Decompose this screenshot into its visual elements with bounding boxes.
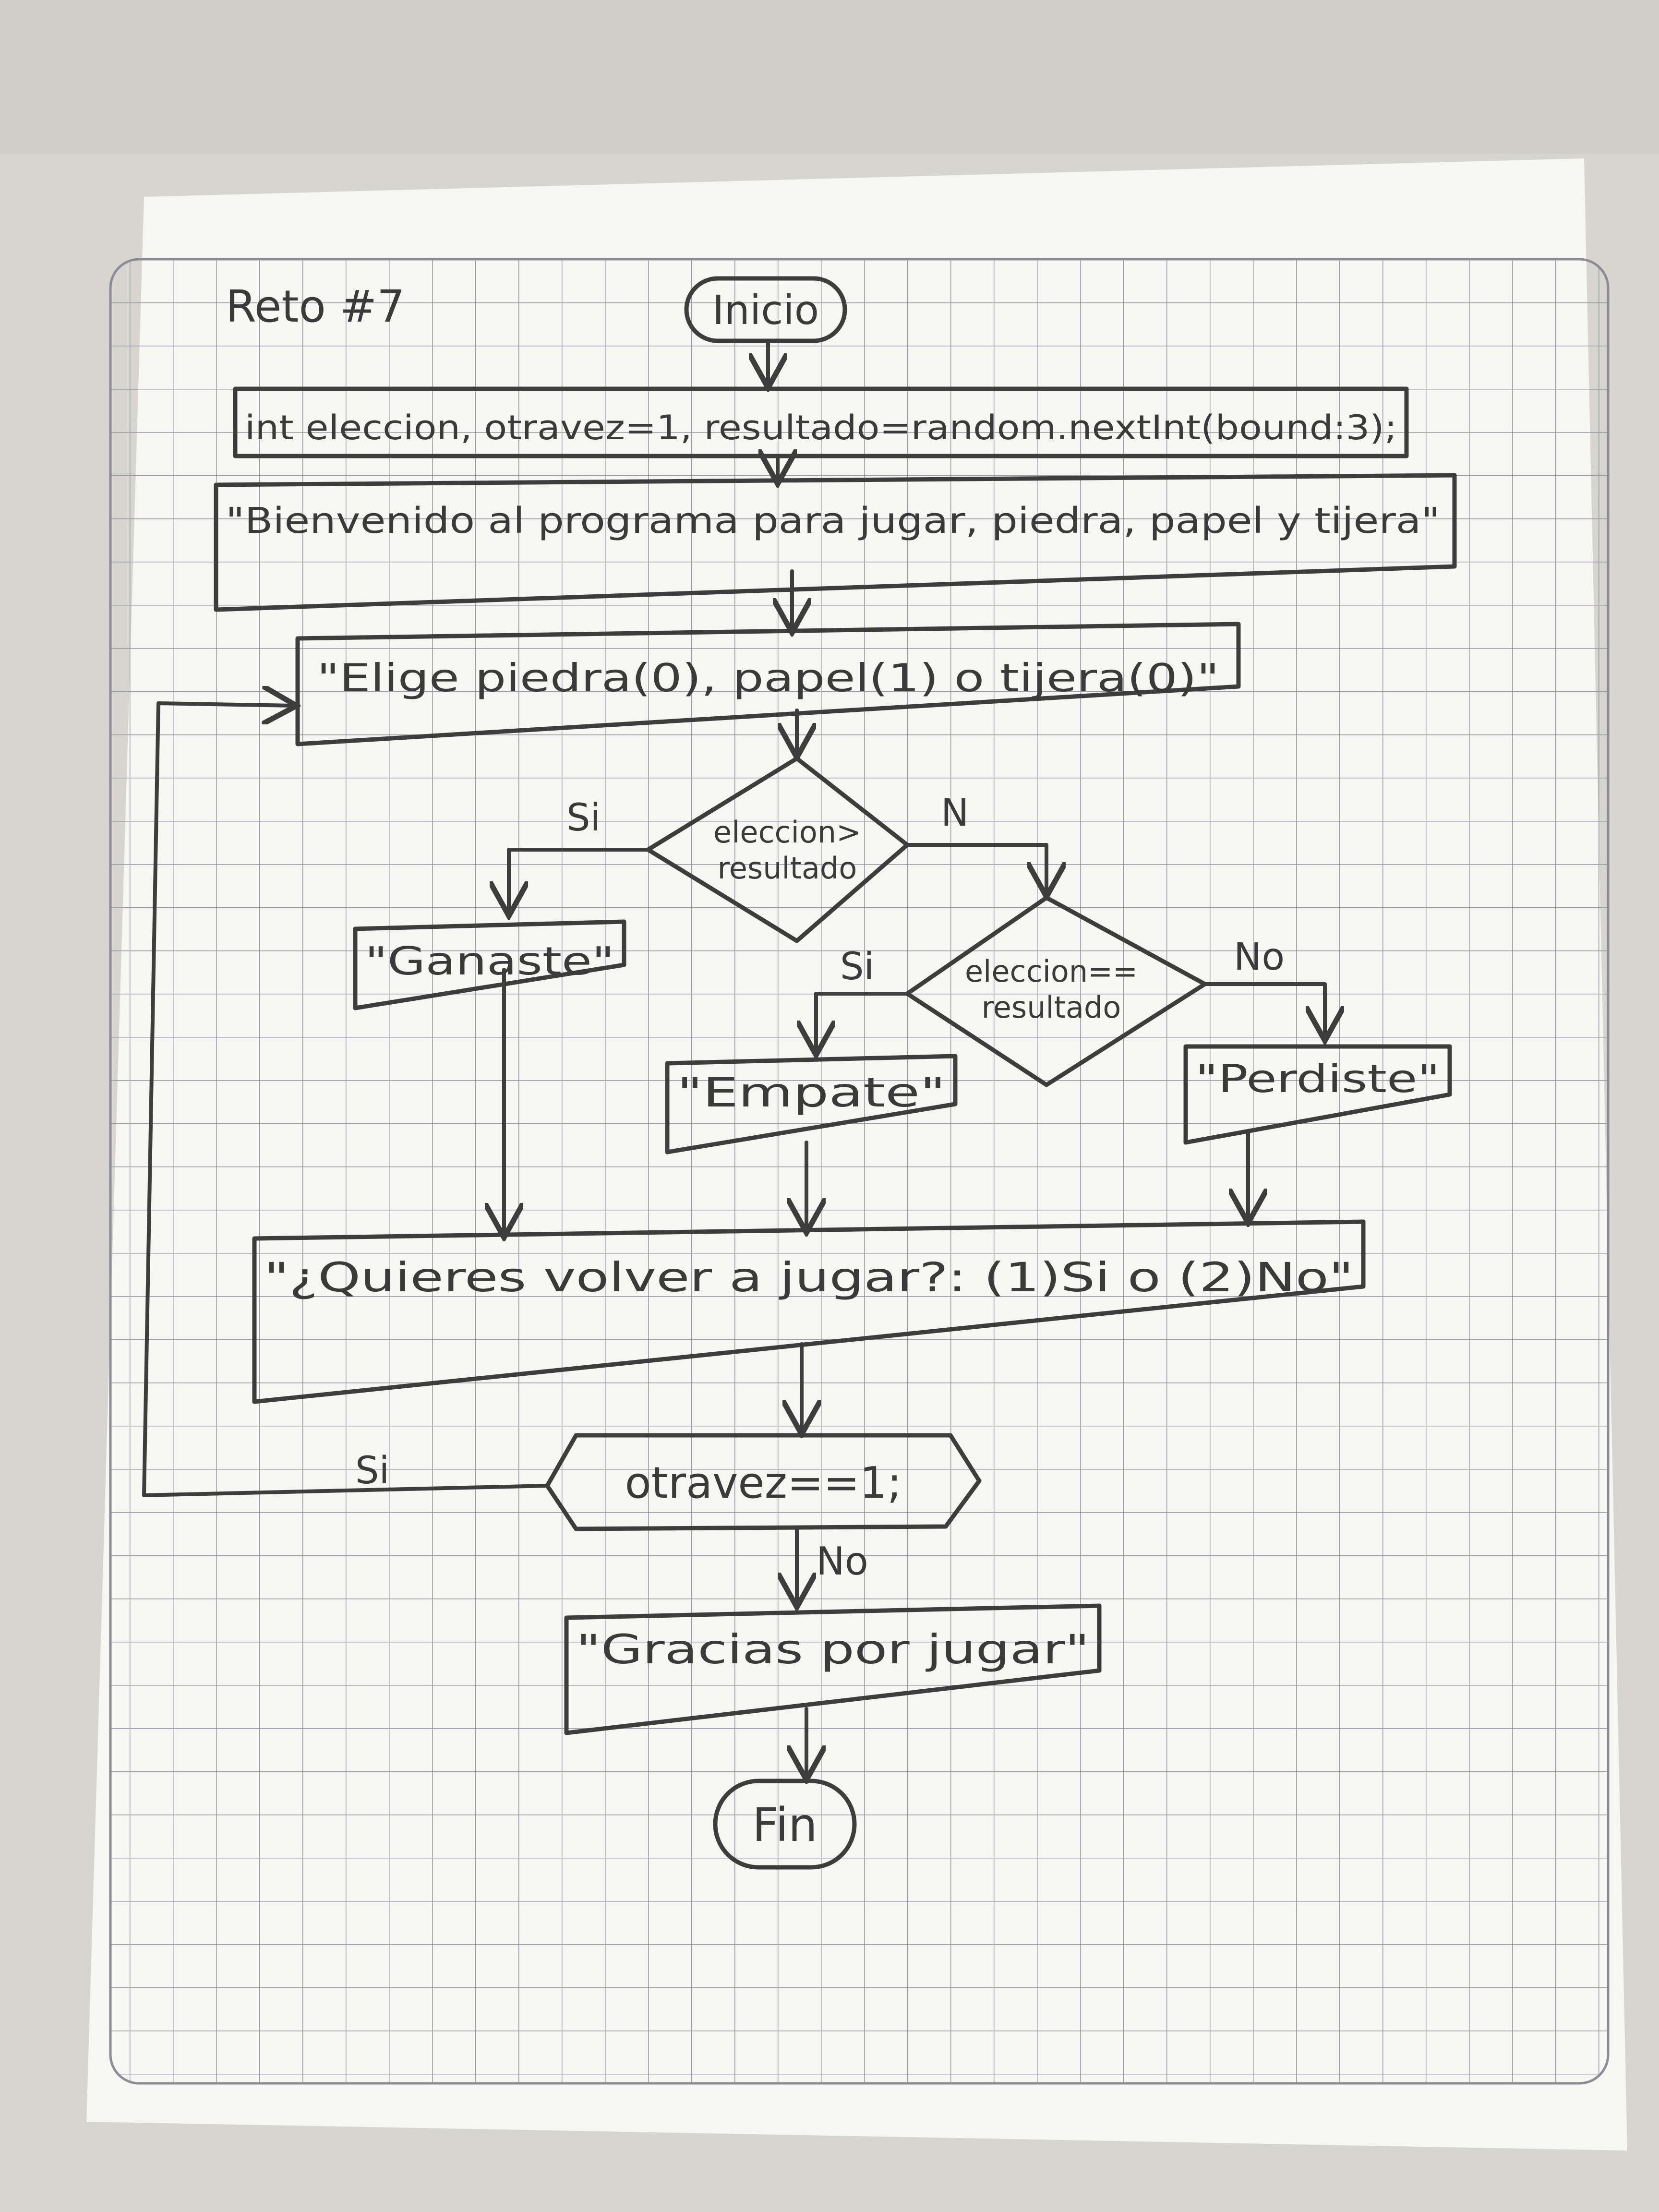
welcome-output: "Bienvenido al programa para jugar, pied… [214, 473, 1457, 612]
start-terminal: Inicio [684, 276, 847, 343]
loop-no-label: No [816, 1539, 868, 1584]
lose-output: "Perdiste" [1183, 1044, 1452, 1145]
thanks-text: "Gracias por jugar" [576, 1626, 1090, 1673]
welcome-text: "Bienvenido al programa para jugar, pied… [226, 500, 1440, 541]
loop-condition: otravez==1; [545, 1433, 982, 1531]
loop-condition-text: otravez==1; [625, 1458, 902, 1508]
end-label: Fin [752, 1798, 817, 1852]
decision2-no-label: No [1234, 936, 1285, 979]
tie-text: "Empate" [677, 1069, 946, 1116]
arrow-decision2-yes [816, 992, 909, 1051]
decision1-no-label: N [941, 792, 969, 835]
decision1-yes-label: Si [566, 796, 601, 840]
table-shadow [0, 0, 1659, 154]
prompt-choice-text: "Elige piedra(0), papel(1) o tijera(0)" [317, 656, 1219, 700]
arrow-decision1-no [905, 843, 1046, 893]
decision2-yes-label: Si [840, 945, 874, 988]
decision2-line1: eleccion== [965, 954, 1138, 989]
decision2-line2: resultado [982, 990, 1121, 1025]
lose-text: "Perdiste" [1195, 1057, 1440, 1101]
start-label: Inicio [712, 287, 819, 334]
play-again-output: "¿Quieres volver a jugar?: (1)Si o (2)No… [252, 1219, 1366, 1404]
end-terminal: Fin [713, 1779, 857, 1870]
arrow-decision1-yes [509, 848, 650, 912]
loop-yes-label: Si [355, 1449, 389, 1492]
arrow-decision2-no [1203, 982, 1325, 1037]
play-again-text: "¿Quieres volver a jugar?: (1)Si o (2)No… [264, 1254, 1354, 1301]
declaration-text: int eleccion, otravez=1, resultado=rando… [245, 408, 1397, 447]
decision-eleccion-greater: eleccion> resultado [646, 756, 910, 943]
thanks-output: "Gracias por jugar" [564, 1603, 1102, 1735]
decision1-line1: eleccion> [713, 815, 861, 850]
grid-area [109, 258, 1610, 2085]
decision1-line2: resultado [718, 851, 857, 886]
page-title: Reto #7 [226, 281, 405, 332]
win-output: "Ganaste" [353, 919, 626, 1010]
arrow-loop-back [142, 703, 549, 1497]
win-text: "Ganaste" [365, 939, 614, 984]
declaration-process: int eleccion, otravez=1, resultado=rando… [233, 386, 1409, 458]
decision-eleccion-equal: eleccion== resultado [905, 895, 1207, 1087]
tie-output: "Empate" [665, 1054, 958, 1154]
